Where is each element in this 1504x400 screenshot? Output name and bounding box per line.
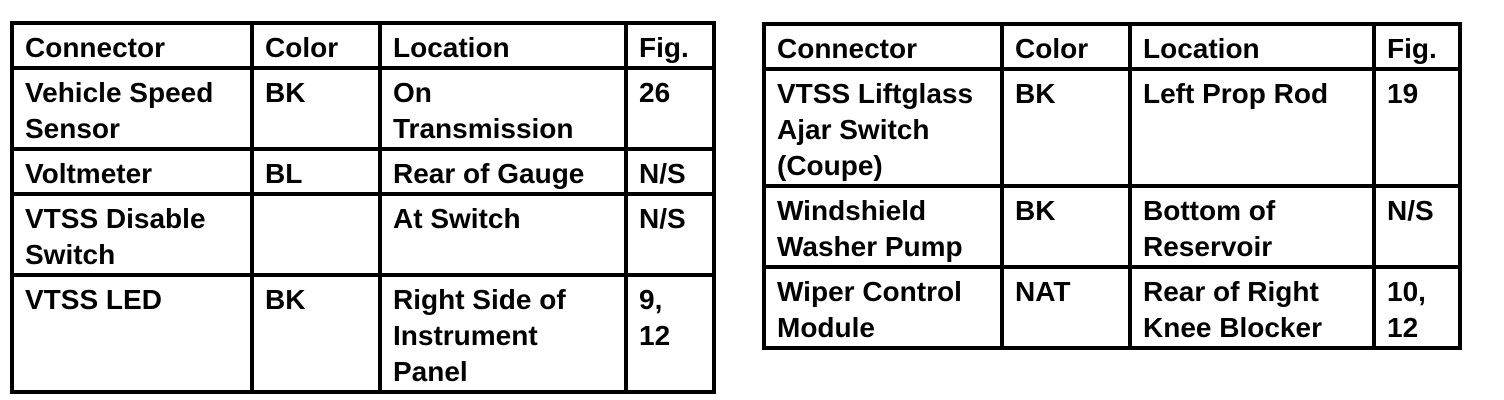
table-row: VTSS Disable Switch At Switch N/S <box>10 192 716 277</box>
location-cell: Rear of Right Knee Blocker <box>1128 265 1376 350</box>
location-cell: Right Side of Instrument Panel <box>378 273 628 394</box>
color-cell: NAT <box>1000 265 1132 350</box>
column-header-color: Color <box>1000 22 1132 71</box>
color-cell: BK <box>250 66 382 151</box>
connector-table-right: Connector Color Location Fig. VTSS Liftg… <box>762 22 1462 350</box>
column-header-fig: Fig. <box>1372 22 1462 71</box>
location-cell: Rear of Gauge <box>378 147 628 196</box>
location-cell: Bottom of Reservoir <box>1128 184 1376 269</box>
connector-cell: VTSS Disable Switch <box>10 192 254 277</box>
color-cell: BK <box>250 273 382 394</box>
column-header-location: Location <box>378 21 628 70</box>
table-row: VTSS LED BK Right Side of Instrument Pan… <box>10 273 716 394</box>
column-header-fig: Fig. <box>624 21 716 70</box>
location-cell: At Switch <box>378 192 628 277</box>
table-row: VTSS Liftglass Ajar Switch (Coupe) BK Le… <box>762 67 1462 188</box>
fig-cell: 10, 12 <box>1372 265 1462 350</box>
header-row: Connector Color Location Fig. <box>10 21 716 70</box>
header-row: Connector Color Location Fig. <box>762 22 1462 71</box>
color-cell: BL <box>250 147 382 196</box>
color-cell: BK <box>1000 184 1132 269</box>
color-cell <box>250 192 382 277</box>
location-cell: Left Prop Rod <box>1128 67 1376 188</box>
connector-cell: VTSS LED <box>10 273 254 394</box>
fig-cell: 26 <box>624 66 716 151</box>
fig-cell: N/S <box>624 192 716 277</box>
column-header-connector: Connector <box>10 21 254 70</box>
connector-cell: Voltmeter <box>10 147 254 196</box>
connector-table-left: Connector Color Location Fig. Vehicle Sp… <box>10 21 716 394</box>
connector-cell: Wiper Control Module <box>762 265 1004 350</box>
connector-cell: Windshield Washer Pump <box>762 184 1004 269</box>
column-header-location: Location <box>1128 22 1376 71</box>
connector-cell: Vehicle Speed Sensor <box>10 66 254 151</box>
table-row: Wiper Control Module NAT Rear of Right K… <box>762 265 1462 350</box>
fig-cell: N/S <box>624 147 716 196</box>
fig-cell: 19 <box>1372 67 1462 188</box>
location-cell: On Transmission <box>378 66 628 151</box>
table-row: Windshield Washer Pump BK Bottom of Rese… <box>762 184 1462 269</box>
connector-cell: VTSS Liftglass Ajar Switch (Coupe) <box>762 67 1004 188</box>
table-row: Vehicle Speed Sensor BK On Transmission … <box>10 66 716 151</box>
column-header-color: Color <box>250 21 382 70</box>
table-row: Voltmeter BL Rear of Gauge N/S <box>10 147 716 196</box>
color-cell: BK <box>1000 67 1132 188</box>
column-header-connector: Connector <box>762 22 1004 71</box>
fig-cell: 9, 12 <box>624 273 716 394</box>
fig-cell: N/S <box>1372 184 1462 269</box>
